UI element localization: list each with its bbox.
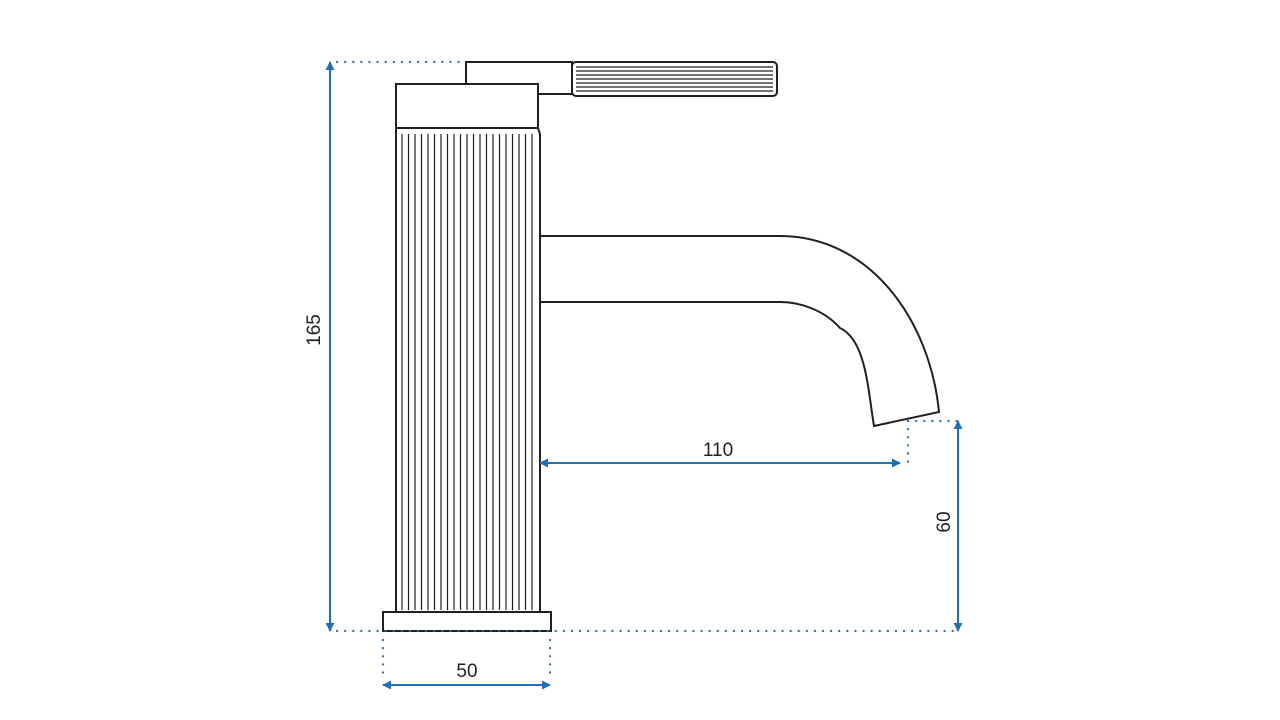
- faucet: [382, 61, 941, 632]
- base-plate: [382, 611, 552, 632]
- height-dimension-label: 165: [304, 314, 325, 346]
- spout-height-dimension-label: 60: [934, 511, 955, 532]
- extension-lines: [335, 60, 960, 678]
- dimension-lines: [325, 61, 963, 690]
- handle-grip-flutes: [576, 66, 773, 92]
- width-dimension-label: 50: [456, 661, 477, 682]
- faucet-body-flutes: [401, 134, 533, 610]
- faucet-spout: [511, 235, 941, 428]
- top-cap: [395, 83, 539, 129]
- reach-dimension-label: 110: [703, 440, 733, 461]
